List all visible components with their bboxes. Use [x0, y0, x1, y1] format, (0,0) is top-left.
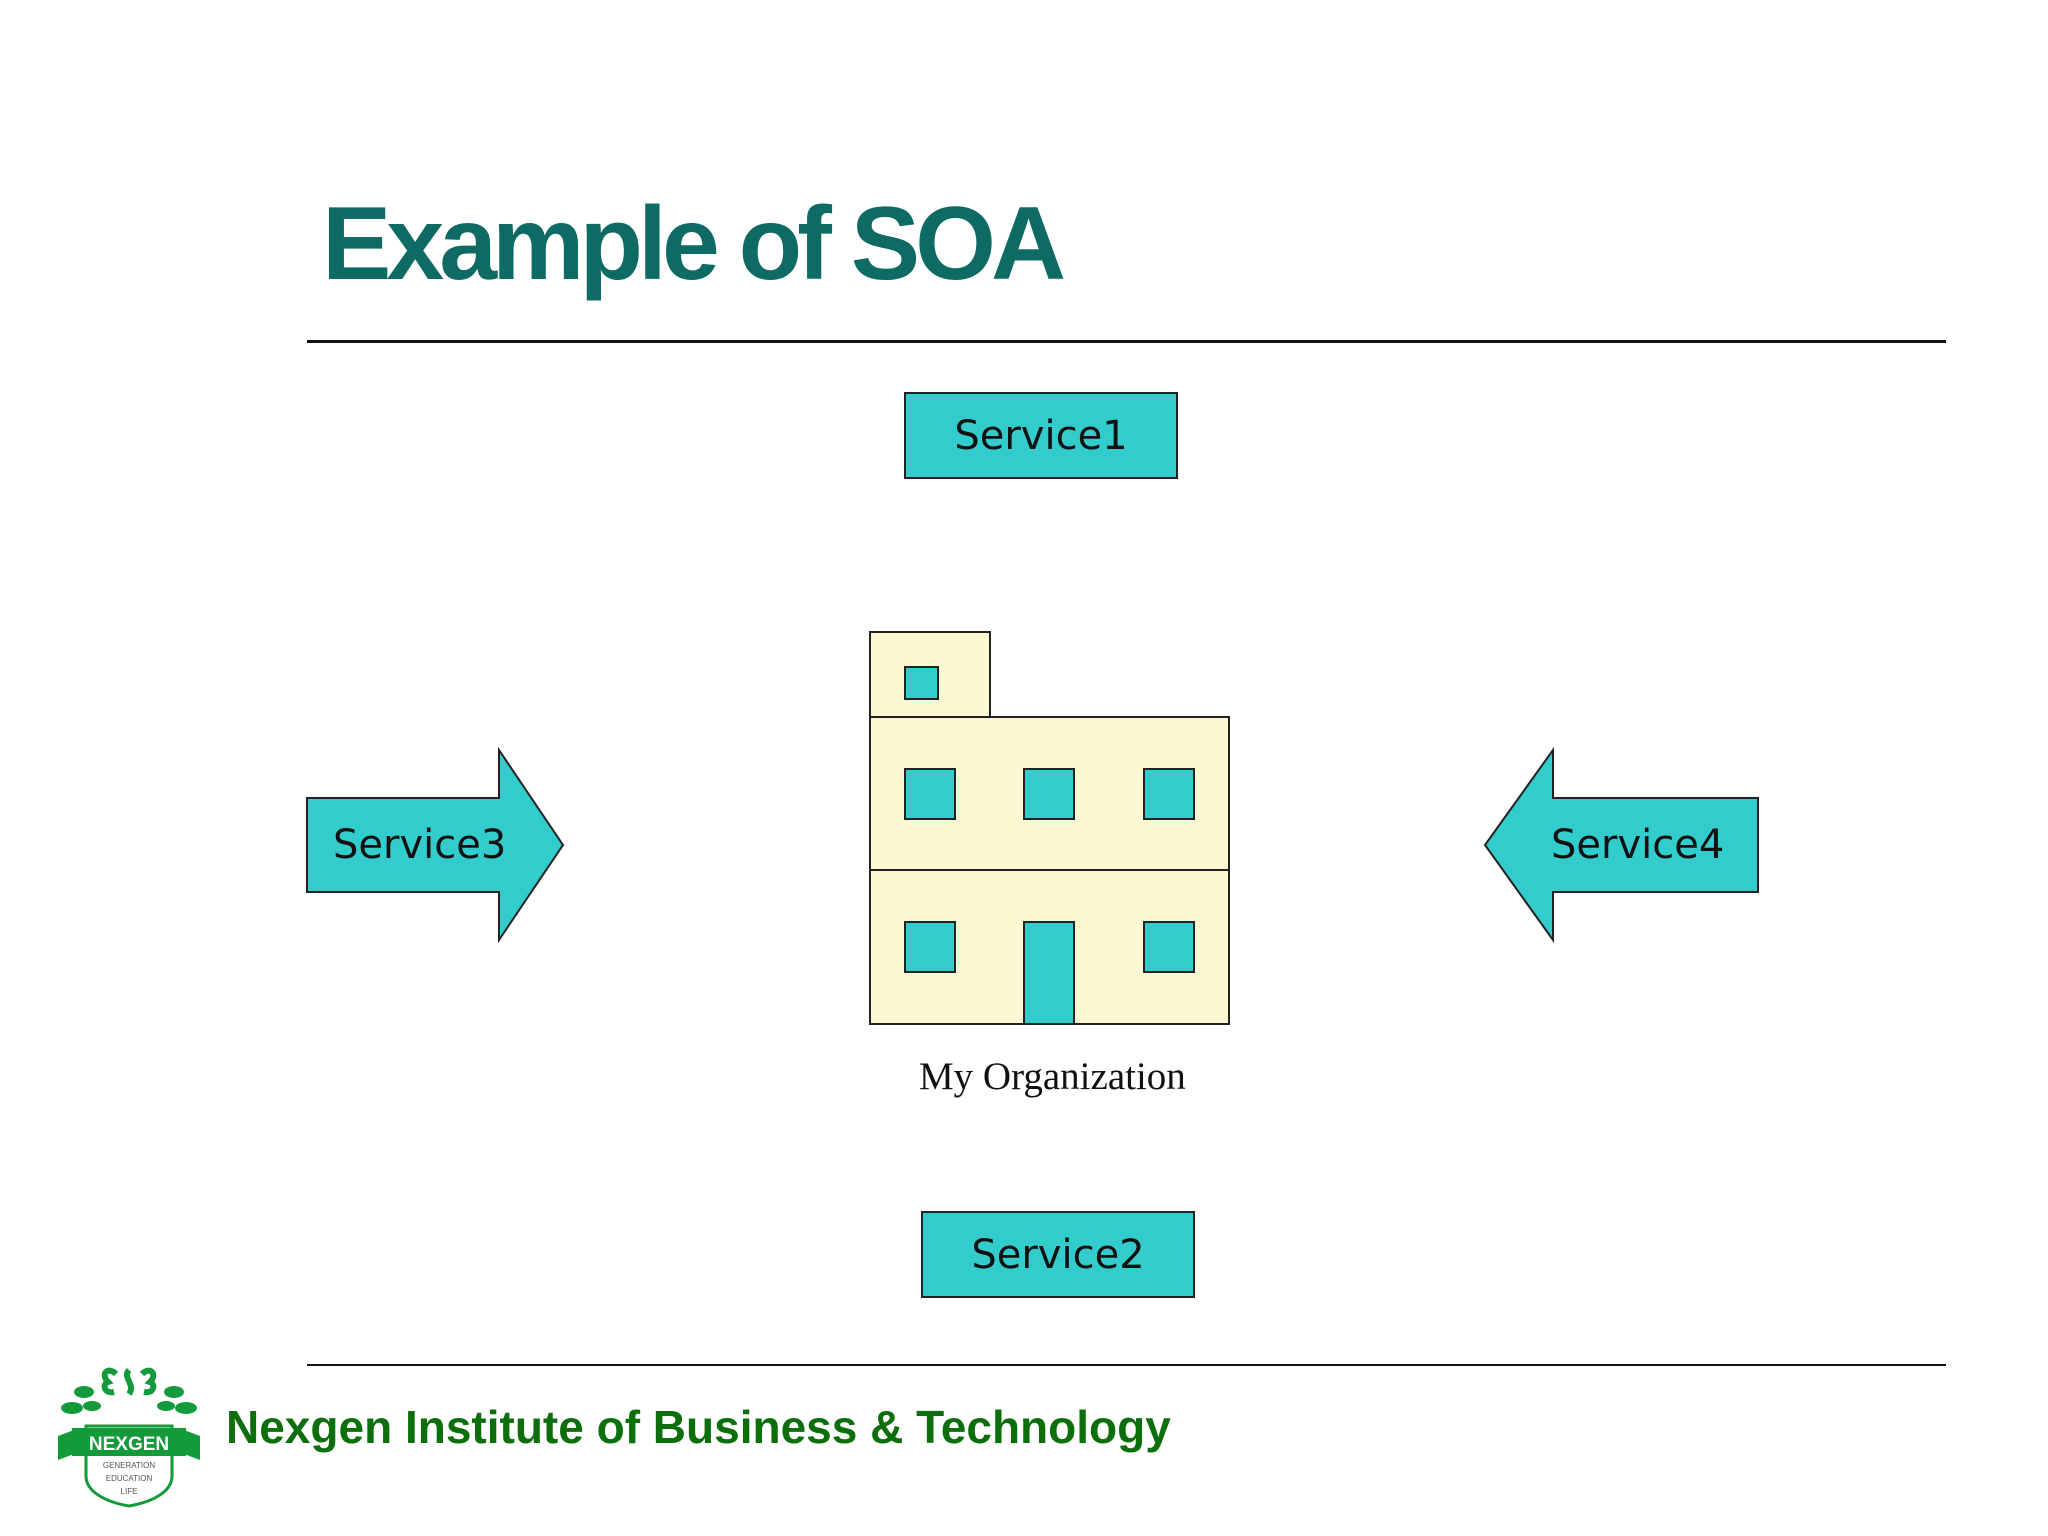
service2-label: Service2: [971, 1231, 1145, 1278]
logo-motto-3: LIFE: [121, 1487, 138, 1496]
nexgen-logo: NEXGEN GENERATION EDUCATION LIFE: [58, 1367, 200, 1508]
logo-motto-2: EDUCATION: [106, 1474, 153, 1483]
logo-motto-1: GENERATION: [103, 1461, 156, 1470]
service3-label: Service3: [333, 822, 507, 868]
institute-name: Nexgen Institute of Business & Technolog…: [226, 1401, 1171, 1453]
service3-arrow: [306, 746, 565, 944]
service1-label: Service1: [954, 412, 1128, 459]
slide-title: Example of SOA: [322, 186, 1066, 302]
service2-box: Service2: [921, 1211, 1195, 1298]
title-divider: [307, 340, 1946, 343]
footer-divider: [307, 1364, 1946, 1366]
service1-box: Service1: [904, 392, 1178, 479]
service4-arrow: [1483, 746, 1759, 944]
organization-label: My Organization: [919, 1055, 1186, 1098]
organization-building-icon: [869, 631, 1230, 1025]
service4-label: Service4: [1551, 822, 1725, 868]
logo-wordmark: NEXGEN: [89, 1434, 169, 1455]
